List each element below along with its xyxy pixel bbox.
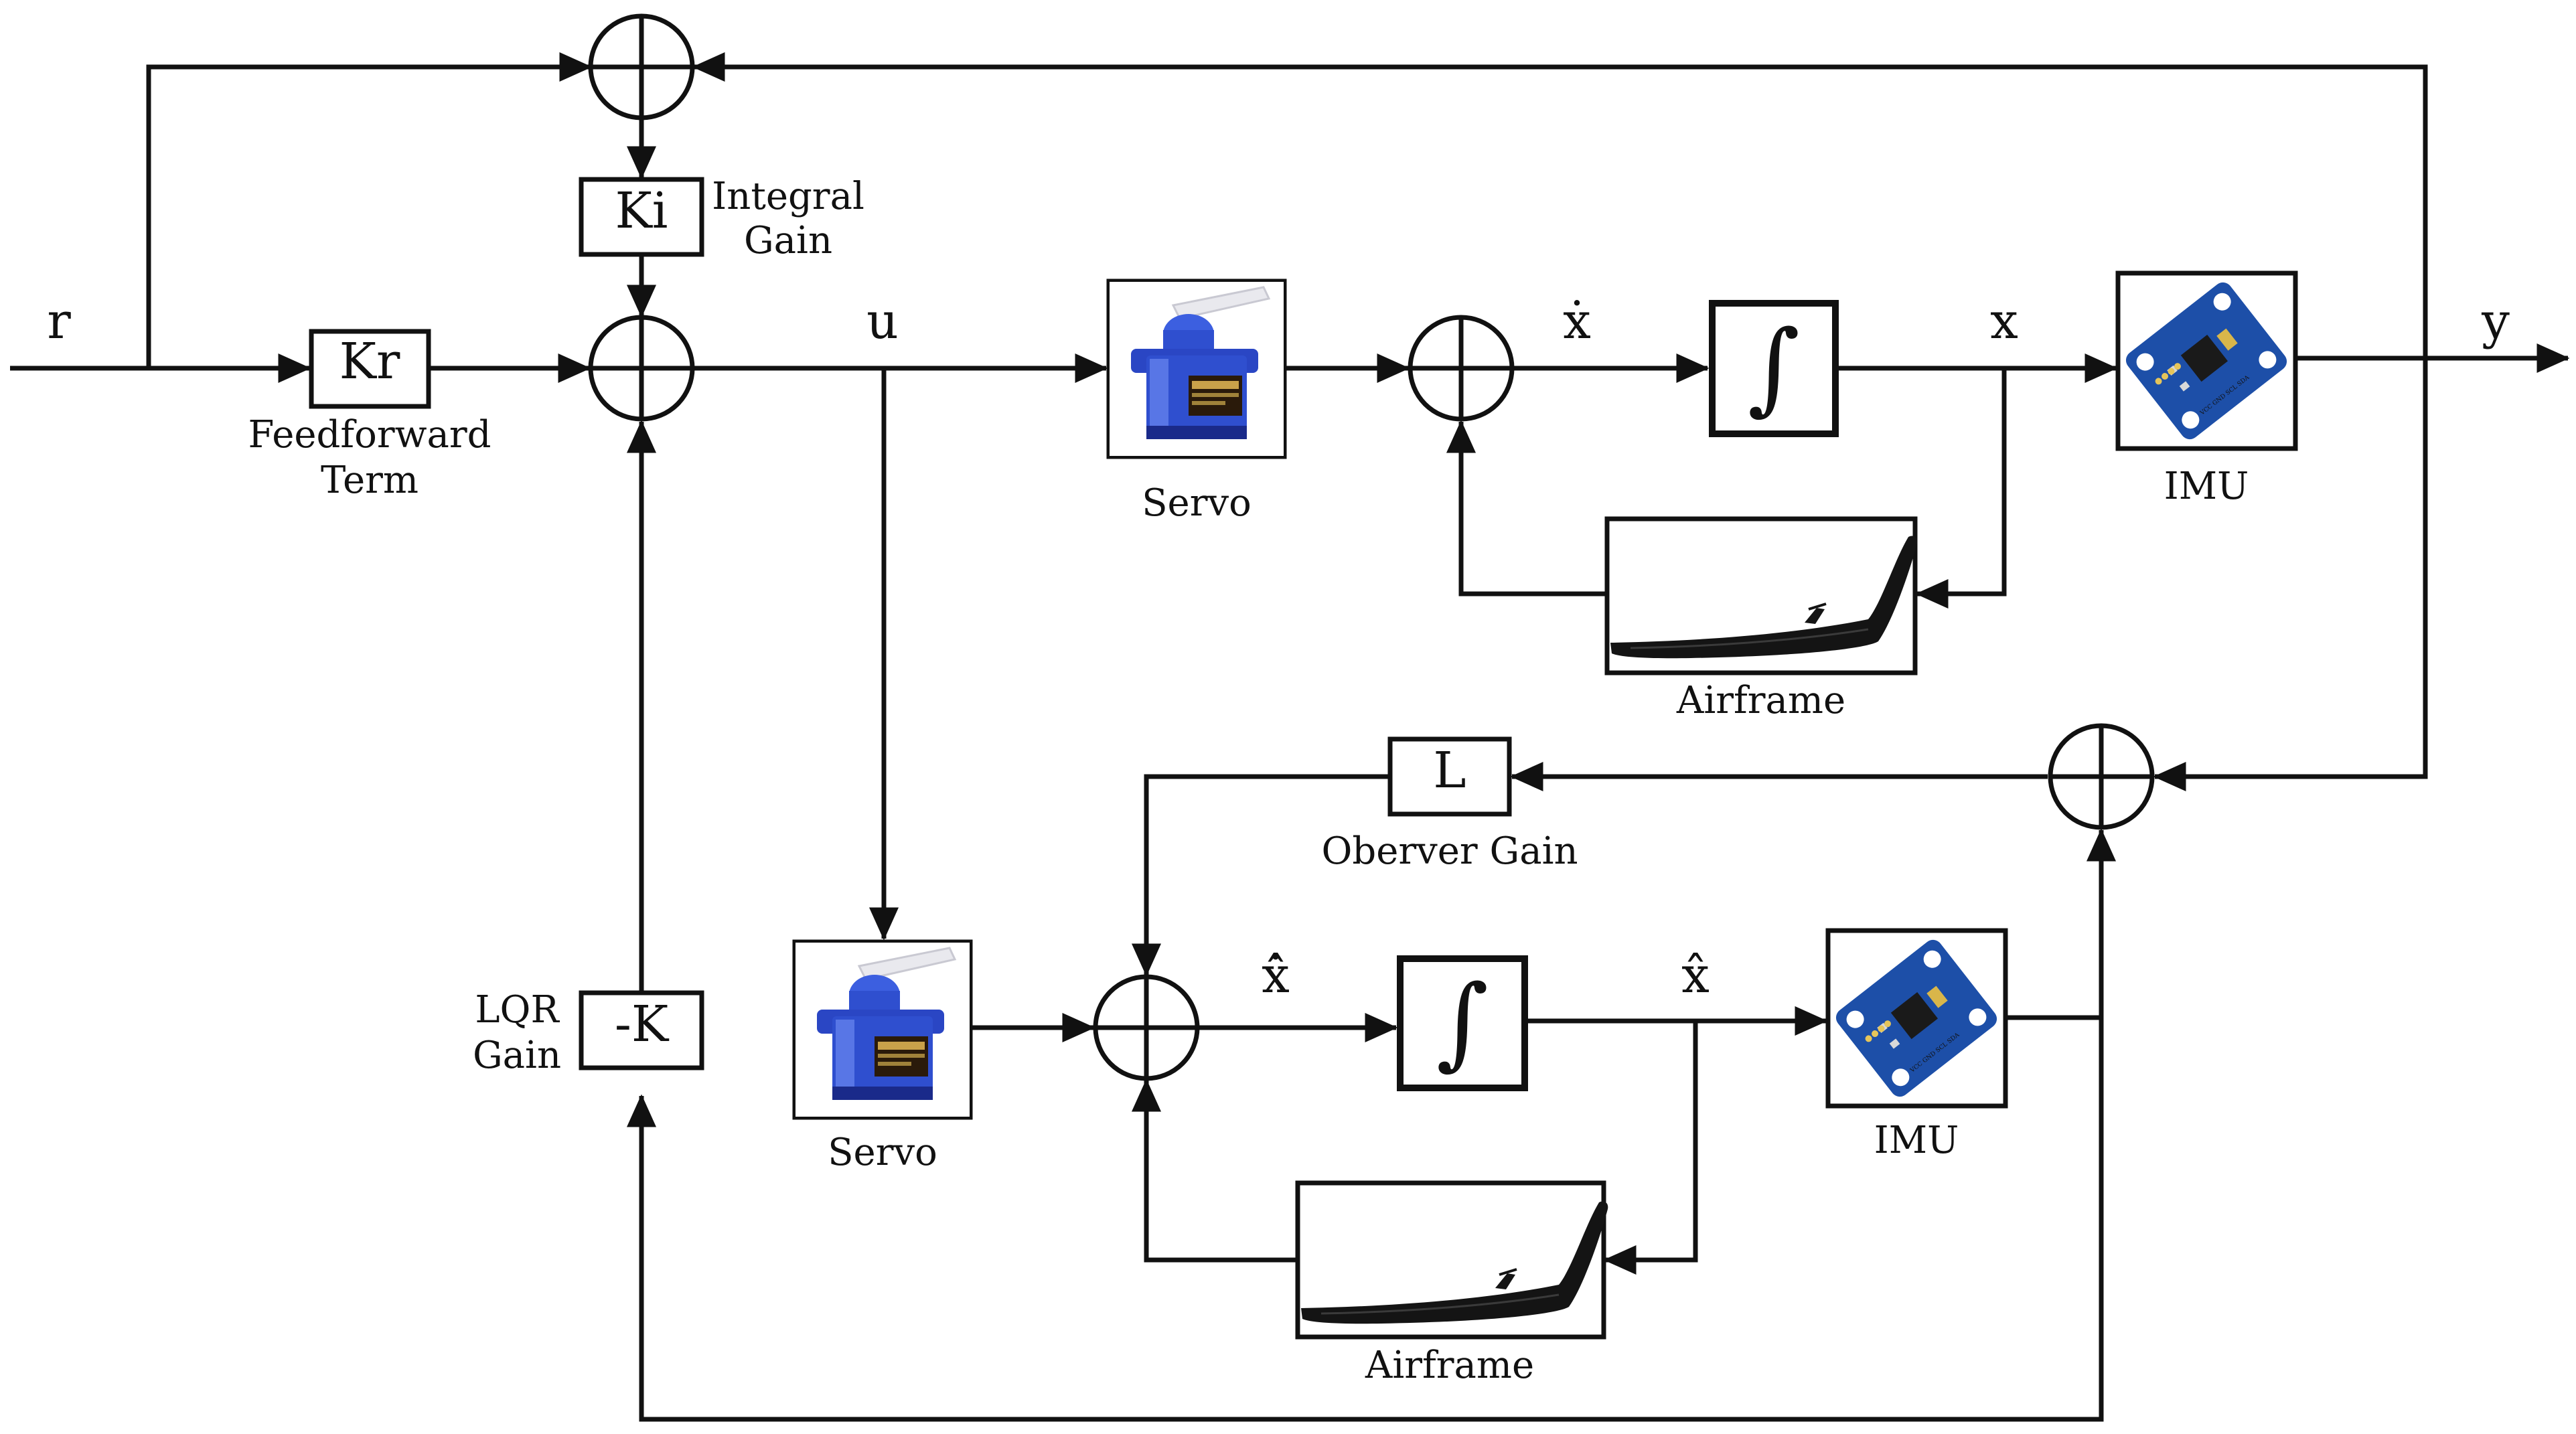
kr-caption-line1: Feedforward — [248, 413, 491, 457]
wire-xhat-to-negk — [626, 1018, 2104, 1422]
imu-board-icon — [1832, 935, 2001, 1102]
ki-caption-line1: Integral — [712, 175, 864, 218]
signal-xhat-label: x̂ — [1681, 947, 1710, 1004]
signal-wires — [10, 52, 2570, 1422]
servo-bottom-caption: Servo — [828, 1131, 937, 1174]
integrator-plant-symbol: ∫ — [1748, 309, 1800, 426]
signal-xdot-label: ẋ — [1563, 293, 1591, 350]
signal-y-label: y — [2481, 293, 2510, 350]
sum-junction-error — [2048, 723, 2155, 830]
wire-l-to-observer-sum — [1131, 774, 1388, 977]
wire-airframe-to-sum — [1446, 420, 1606, 596]
l-symbol: L — [1433, 742, 1466, 799]
wire-x-to-airframe — [1915, 368, 2007, 609]
airframe-block-top — [1604, 516, 1919, 675]
imu-board-icon — [2122, 277, 2291, 445]
wire-observer-imu-to-error-sum — [2007, 828, 2117, 1020]
kr-symbol: Kr — [339, 333, 400, 390]
imu-bottom-caption: IMU — [1874, 1119, 1959, 1162]
servo-block-bottom — [792, 939, 973, 1120]
integrator-observer-symbol: ∫ — [1436, 964, 1489, 1081]
ki-symbol: Ki — [615, 182, 668, 240]
ki-block: Ki — [579, 177, 704, 257]
integrator-observer: ∫ — [1397, 955, 1528, 1091]
signal-r-label: r — [47, 293, 71, 350]
neg-k-caption-line2: Gain — [473, 1034, 561, 1077]
kr-caption-line2: Term — [321, 459, 419, 502]
sum-junction-control — [588, 315, 695, 422]
servo-top-caption: Servo — [1142, 481, 1252, 525]
servo-block-top — [1106, 278, 1287, 459]
sum-junction-plant — [1408, 315, 1515, 422]
neg-k-block: -K — [579, 990, 704, 1070]
imu-block-top — [2115, 270, 2298, 451]
wire-y-to-integrator-sum — [692, 52, 2428, 358]
neg-k-symbol: -K — [615, 995, 670, 1053]
ki-caption-line2: Gain — [744, 219, 832, 262]
integrator-plant: ∫ — [1709, 300, 1839, 437]
airframe-top-caption: Airframe — [1676, 679, 1845, 722]
l-block: L — [1387, 736, 1512, 817]
imu-block-bottom — [1825, 928, 2008, 1109]
signal-xhatdot-label: x̂̇ — [1262, 947, 1290, 1004]
servo-icon — [1108, 281, 1285, 457]
wire-r-to-integrator-sum — [146, 52, 593, 368]
l-caption: Oberver Gain — [1321, 829, 1578, 873]
servo-icon — [794, 941, 971, 1118]
sum-junction-integral — [588, 13, 695, 121]
signal-x-label: x — [1990, 293, 2018, 350]
wire-xhat-to-airframe — [1603, 1021, 1698, 1275]
signal-u-label: u — [866, 293, 899, 350]
wire-observer-airframe-to-sum — [1131, 1079, 1296, 1263]
kr-block: Kr — [309, 329, 431, 409]
neg-k-caption-line1: LQR — [475, 988, 560, 1032]
sum-junction-observer — [1093, 974, 1200, 1081]
wire-y-to-error-sum — [2153, 358, 2428, 792]
airframe-bottom-caption: Airframe — [1365, 1344, 1534, 1387]
imu-top-caption: IMU — [2164, 465, 2249, 508]
airframe-block-bottom — [1295, 1180, 1610, 1340]
